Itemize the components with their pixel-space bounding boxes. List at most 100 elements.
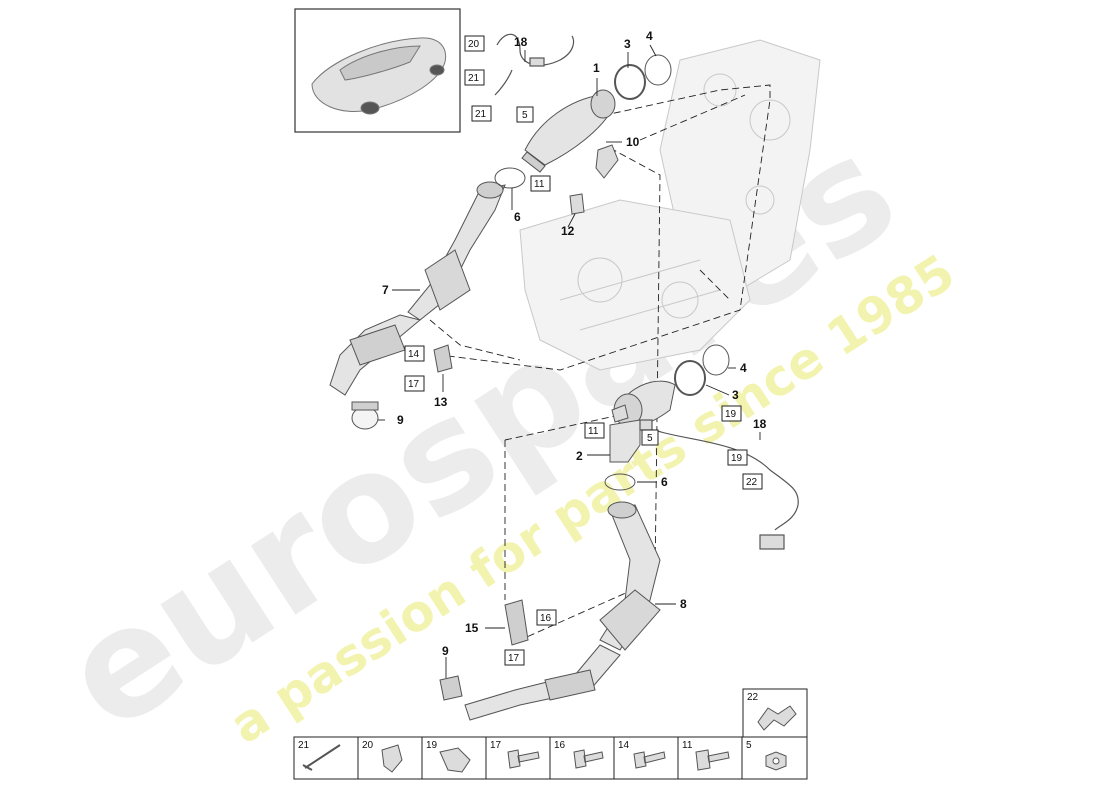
gasket-6-upper [494,167,526,189]
boxed-ref-11-a: 11 [530,175,551,192]
upper-front-pipe [407,184,506,321]
callout-leaders [378,44,761,678]
heat-shield-bracket [595,144,619,179]
car-thumbnail-icon [311,37,447,115]
svg-text:21: 21 [298,740,310,751]
flange-bolt-icon [507,749,540,769]
callout-4-upper: 4 [646,29,653,43]
clamp-9-lower [439,675,463,701]
svg-text:16: 16 [554,740,566,751]
legend-cell-11: 11 [677,736,743,780]
legend-cell-19: 19 [421,736,487,780]
gasket-4-upper [644,54,672,86]
svg-text:20: 20 [468,39,480,50]
boxed-ref-20: 20 [464,35,485,52]
boxed-ref-14: 14 [404,345,425,362]
boxed-ref-17-b: 17 [504,649,525,666]
svg-text:17: 17 [408,379,420,390]
boxed-ref-19-a: 19 [721,405,742,422]
lower-mid-catalyst [599,589,661,651]
bolt-12 [569,193,585,215]
boxed-ref-21-b: 21 [471,105,492,122]
legend-cells: 21 20 19 17 16 [293,736,808,780]
callout-4-lower: 4 [740,361,747,375]
svg-text:17: 17 [490,740,502,751]
gasket-4-lower [702,344,730,376]
svg-text:11: 11 [588,426,599,437]
lower-pipe-insulation [544,669,596,701]
callout-8: 8 [680,597,687,611]
callout-18-upper: 18 [514,35,528,49]
boxed-ref-22: 22 [742,473,763,490]
svg-text:17: 17 [508,653,520,664]
svg-text:21: 21 [475,109,487,120]
upper-flange [521,151,546,173]
lower-elbow [609,419,641,463]
svg-text:11: 11 [534,179,545,190]
svg-text:5: 5 [647,433,653,444]
legend-cell-17: 17 [485,736,551,780]
clamp-3-lower [674,360,706,396]
holder-clip-icon [381,744,403,773]
legend-num-22: 22 [747,692,759,703]
boxed-ref-17-a: 17 [404,375,425,392]
callout-7: 7 [382,283,389,297]
cable-tie-icon [302,744,341,771]
callout-10: 10 [626,135,640,149]
callout-12: 12 [561,224,575,238]
callout-6-lower: 6 [661,475,668,489]
cable-clip-icon [439,747,471,773]
legend-cell-22: 22 [742,688,808,738]
svg-text:19: 19 [731,453,743,464]
hex-bolt-icon [573,749,604,769]
callout-3-lower: 3 [732,388,739,402]
callout-13: 13 [434,395,448,409]
legend-cell-21: 21 [293,736,359,780]
boxed-ref-5-b: 5 [641,429,659,446]
svg-text:22: 22 [746,477,758,488]
collar-bolt-icon [695,749,730,771]
callout-9-lower: 9 [442,644,449,658]
clamp-9-upper [351,401,379,411]
bracket-clip-icon [757,705,797,731]
legend-cell-20: 20 [357,736,423,780]
svg-text:16: 16 [540,613,552,624]
torx-bolt-icon [633,751,666,769]
boxed-references: 20 21 21 5 11 14 17 11 [404,35,763,666]
boxed-ref-11-b: 11 [584,422,605,439]
bracket-13 [433,344,453,373]
svg-text:19: 19 [725,409,737,420]
svg-text:11: 11 [682,740,693,751]
callout-18-lower: 18 [753,417,767,431]
svg-text:14: 14 [618,740,630,751]
svg-text:19: 19 [426,740,438,751]
callout-6-upper: 6 [514,210,521,224]
small-parts-legend: 22 21 20 19 17 [293,688,808,780]
legend-cell-14: 14 [613,736,679,780]
upper-mid-catalyst [424,249,471,311]
callout-2: 2 [576,449,583,463]
upper-exhaust-assembly [329,54,672,430]
svg-text:21: 21 [468,73,480,84]
car-thumbnail [294,8,461,133]
legend-cell-16: 16 [549,736,615,780]
callout-9-upper: 9 [397,413,404,427]
heat-shield-lower [611,404,629,423]
boxed-ref-16: 16 [536,609,557,626]
boxed-ref-19-b: 19 [727,449,748,466]
lower-front-pipe [599,504,661,651]
engine-gearbox-illustration [519,39,821,371]
svg-text:5: 5 [522,110,528,121]
svg-text:5: 5 [746,740,752,751]
bracket-15 [504,599,529,646]
svg-text:14: 14 [408,349,420,360]
svg-text:20: 20 [362,740,374,751]
dashed-leaders [429,84,771,641]
callout-1: 1 [593,61,600,75]
upper-oxygen-sensor [494,33,575,96]
clamp-3-upper [614,64,646,100]
upper-pipe-insulation [349,324,406,366]
watermark: eurospares a passion for parts since 198… [35,103,965,765]
callout-15: 15 [465,621,479,635]
